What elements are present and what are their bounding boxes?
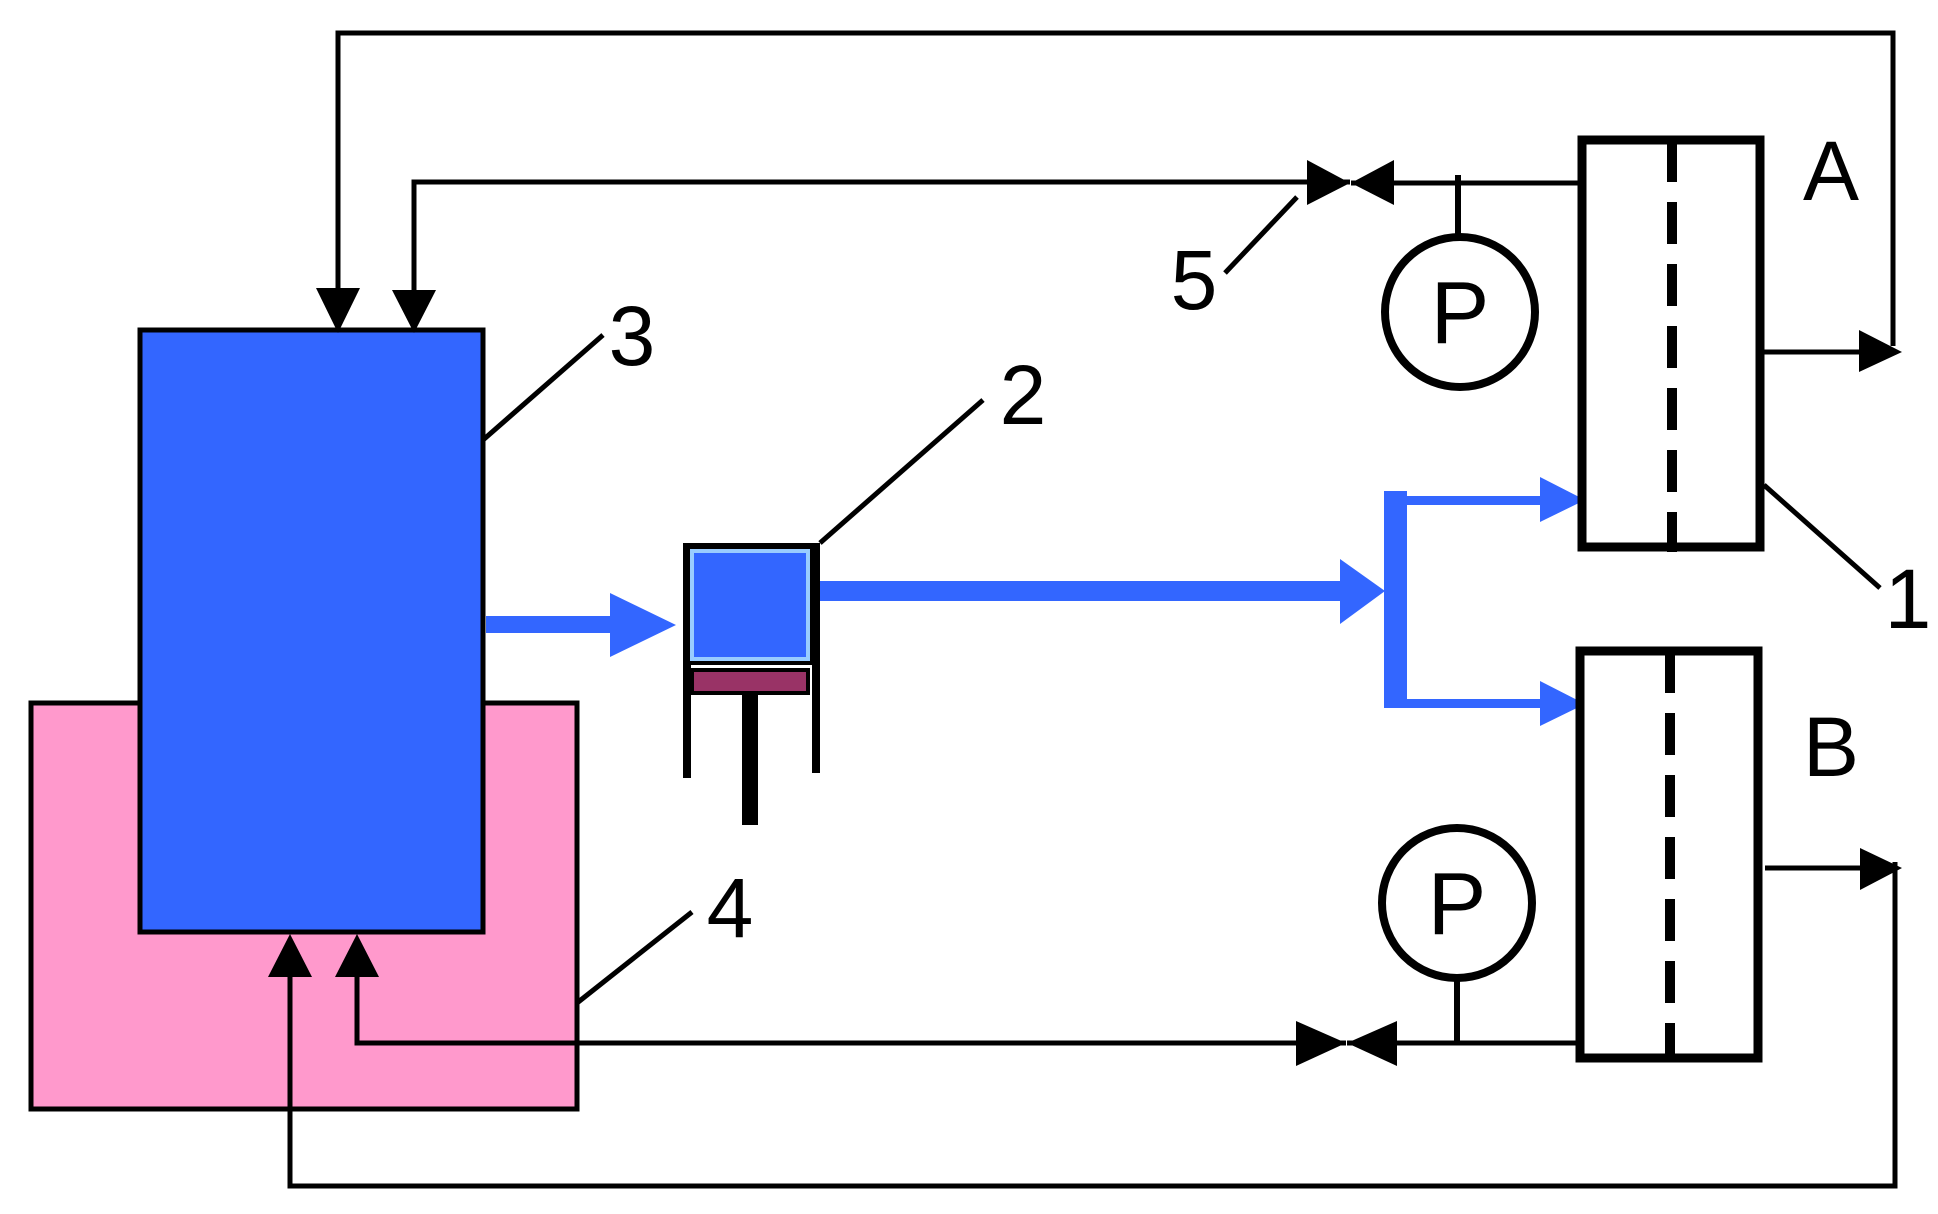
pressure-gauge-bottom xyxy=(1378,824,1536,1043)
arrow-tank-bottom-left xyxy=(268,934,312,977)
callout-4: 4 xyxy=(707,861,754,955)
arrow-tank-bottom-right xyxy=(335,934,379,977)
leader-4 xyxy=(575,910,694,1005)
arrow-tank-top-right xyxy=(392,290,436,333)
callout-3: 3 xyxy=(609,289,656,383)
return-line-a-outer xyxy=(335,30,1896,355)
arrow-tank-top-left xyxy=(316,288,360,333)
arrow-a-outlet xyxy=(1859,330,1902,372)
callout-1: 1 xyxy=(1885,552,1932,646)
leader-1 xyxy=(1762,483,1882,590)
flow-pump-to-manifold xyxy=(820,559,1385,624)
flow-tank-to-pump xyxy=(486,593,676,657)
gauge-bottom-label: P xyxy=(1428,854,1487,953)
leader-2 xyxy=(818,398,985,545)
leader-3 xyxy=(481,333,605,442)
return-line-b-outer xyxy=(287,862,1898,1189)
pressure-gauge-top xyxy=(1381,175,1539,391)
manifold-split xyxy=(1384,477,1585,726)
gauge-top-label: P xyxy=(1431,263,1490,362)
valve-5 xyxy=(1307,160,1394,205)
feed-tank xyxy=(137,327,486,935)
arrow-b-outlet xyxy=(1860,848,1902,890)
leader-5 xyxy=(1223,195,1299,275)
feed-pump xyxy=(683,543,820,825)
callout-2: 2 xyxy=(1000,348,1047,442)
module-b xyxy=(1575,646,1763,1063)
module-a-label: A xyxy=(1803,124,1859,218)
valve-bottom xyxy=(1296,1021,1397,1066)
module-a xyxy=(1577,135,1765,552)
callout-5: 5 xyxy=(1171,233,1218,327)
module-b-label: B xyxy=(1803,700,1859,794)
leader-lines xyxy=(481,195,1882,1005)
